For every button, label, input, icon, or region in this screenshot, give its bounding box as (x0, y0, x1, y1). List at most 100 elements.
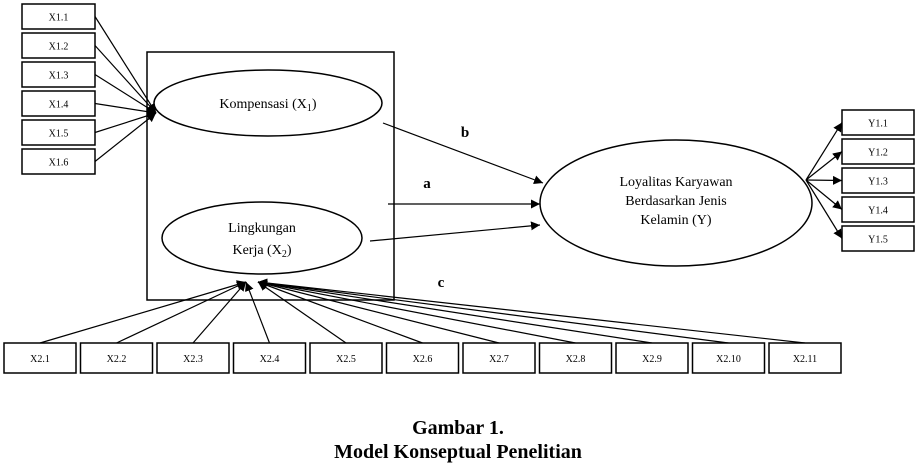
x1-indicator-6: X1.6 (21, 148, 96, 175)
x2-indicator-9: X2.9 (615, 342, 689, 374)
x1-indicator-5-label: X1.5 (49, 129, 69, 140)
x2-indicator-arrow-3 (192, 281, 247, 344)
x1-indicator-arrow-1 (94, 16, 157, 114)
lingkungan-kerja-label-line1: Lingkungan (228, 221, 296, 236)
x2-indicator-arrow-5 (257, 281, 347, 344)
loyalitas-label-line3: Kelamin (Y) (640, 213, 711, 228)
x2-indicator-group: X2.1 X2.2 X2.3 X2.4 X2.5 X2.6 X2.7 X2.8 X2.9 X2.1… (3, 342, 842, 374)
y1-indicator-3: Y1.3 (841, 167, 915, 194)
x2-indicator-11: X2.11 (768, 342, 842, 374)
x2-indicator-9-label: X2.9 (642, 354, 662, 365)
x2-indicator-2-box (79, 342, 154, 374)
x1-indicator-4: X1.4 (21, 90, 96, 117)
x2-indicator-arrow-6 (257, 280, 423, 344)
path-label-b: b (461, 125, 469, 141)
x2-indicator-6-box (385, 342, 460, 374)
figure-caption-number: Gambar 1. (412, 417, 504, 439)
y1-indicator-2-label: Y1.2 (868, 148, 888, 159)
kompensasi-label: Kompensasi (X1) (219, 97, 317, 114)
x2-indicator-4-label: X2.4 (260, 354, 280, 365)
x2-indicator-1: X2.1 (3, 342, 77, 374)
x2-indicator-3-box (156, 342, 230, 374)
x1-indicator-1: X1.1 (21, 3, 96, 30)
x2-indicator-arrow-10 (257, 278, 729, 344)
kompensasi-construct (153, 69, 383, 137)
x2-indicator-2-label: X2.2 (107, 354, 127, 365)
x1-indicator-5-box (21, 119, 96, 146)
x1-indicator-arrow-3 (94, 73, 157, 114)
loyalitas-construct (539, 139, 813, 267)
x2-indicator-8-label: X2.8 (566, 354, 586, 365)
y1-indicator-arrow-2 (805, 151, 843, 181)
y1-indicator-arrow-4 (805, 179, 843, 210)
x2-indicator-5-label: X2.5 (336, 354, 356, 365)
x1-indicator-1-box (21, 3, 96, 30)
independent-variables-frame (146, 51, 395, 301)
x1-indicator-6-box (21, 148, 96, 175)
x2-indicator-4: X2.4 (232, 342, 307, 374)
x2-indicator-6: X2.6 (385, 342, 460, 374)
x2-indicator-3: X2.3 (156, 342, 230, 374)
x1-indicator-arrow-5 (94, 111, 157, 134)
x2-indicator-7-label: X2.7 (489, 354, 509, 365)
y1-indicator-3-box (841, 167, 915, 194)
x1-indicator-group: X1.1X1.2X1.3X1.4X1.5X1.6 (21, 3, 96, 175)
connector-arrows (39, 16, 843, 344)
x1-indicator-2-box (21, 32, 96, 59)
x1-indicator-3-label: X1.3 (49, 71, 69, 82)
x2-indicator-6-label: X2.6 (413, 354, 433, 365)
x2-indicator-1-label: X2.1 (30, 354, 50, 365)
x2-indicator-5: X2.5 (309, 342, 383, 374)
y1-indicator-arrow-1 (805, 122, 843, 181)
y1-indicator-5: Y1.5 (841, 225, 915, 252)
x2-indicator-arrow-2 (116, 281, 247, 344)
y1-indicator-1-box (841, 109, 915, 136)
y1-indicator-1-label: Y1.1 (868, 119, 888, 130)
x2-indicator-7-box (462, 342, 536, 374)
y1-indicator-2: Y1.2 (841, 138, 915, 165)
path-label-a: a (423, 176, 431, 192)
y1-indicator-group: Y1.1Y1.2Y1.3Y1.4Y1.5 (841, 109, 915, 252)
lingkungan-kerja-construct (161, 201, 363, 275)
x1-indicator-2-label: X1.2 (49, 42, 69, 53)
path-label-c: c (438, 275, 445, 291)
x2-indicator-7: X2.7 (462, 342, 536, 374)
y1-indicator-5-box (841, 225, 915, 252)
figure-caption-title: Model Konseptual Penelitian (334, 441, 582, 463)
lingkungan-kerja-label-line2: Kerja (X2) (232, 243, 291, 260)
x1-indicator-arrow-6 (94, 112, 157, 162)
x1-indicator-3: X1.3 (21, 61, 96, 88)
x2-indicator-arrow-8 (257, 279, 576, 344)
x2-indicator-arrow-9 (257, 278, 653, 344)
x2-indicator-9-box (615, 342, 689, 374)
x1-indicator-4-label: X1.4 (49, 100, 69, 111)
y1-indicator-4-box (841, 196, 915, 223)
x2-indicator-10: X2.10 (691, 342, 766, 374)
x2-indicator-3-label: X2.3 (183, 354, 203, 365)
x2-indicator-arrow-4 (245, 281, 271, 344)
y1-indicator-5-label: Y1.5 (868, 235, 888, 246)
x1-indicator-1-label: X1.1 (49, 13, 69, 24)
x2-indicator-arrow-1 (39, 280, 247, 344)
y1-indicator-2-box (841, 138, 915, 165)
y1-indicator-arrow-3 (805, 175, 843, 185)
y1-indicator-4: Y1.4 (841, 196, 915, 223)
x2-indicator-8: X2.8 (538, 342, 613, 374)
x2-indicator-arrow-11 (257, 278, 806, 344)
x2-indicator-8-box (538, 342, 613, 374)
x2-indicator-arrow-7 (257, 279, 500, 344)
loyalitas-label-line2: Berdasarkan Jenis (625, 194, 726, 209)
path-arrow-c (369, 221, 541, 242)
x1-indicator-3-box (21, 61, 96, 88)
x1-indicator-arrow-4 (94, 102, 157, 117)
x2-indicator-1-box (3, 342, 77, 374)
x1-indicator-2: X1.2 (21, 32, 96, 59)
x1-indicator-arrow-2 (94, 45, 157, 114)
x1-indicator-4-box (21, 90, 96, 117)
x2-indicator-11-box (768, 342, 842, 374)
x1-indicator-6-label: X1.6 (49, 158, 69, 169)
y1-indicator-3-label: Y1.3 (868, 177, 888, 188)
path-arrow-b (382, 122, 544, 185)
x2-indicator-10-box (691, 342, 766, 374)
